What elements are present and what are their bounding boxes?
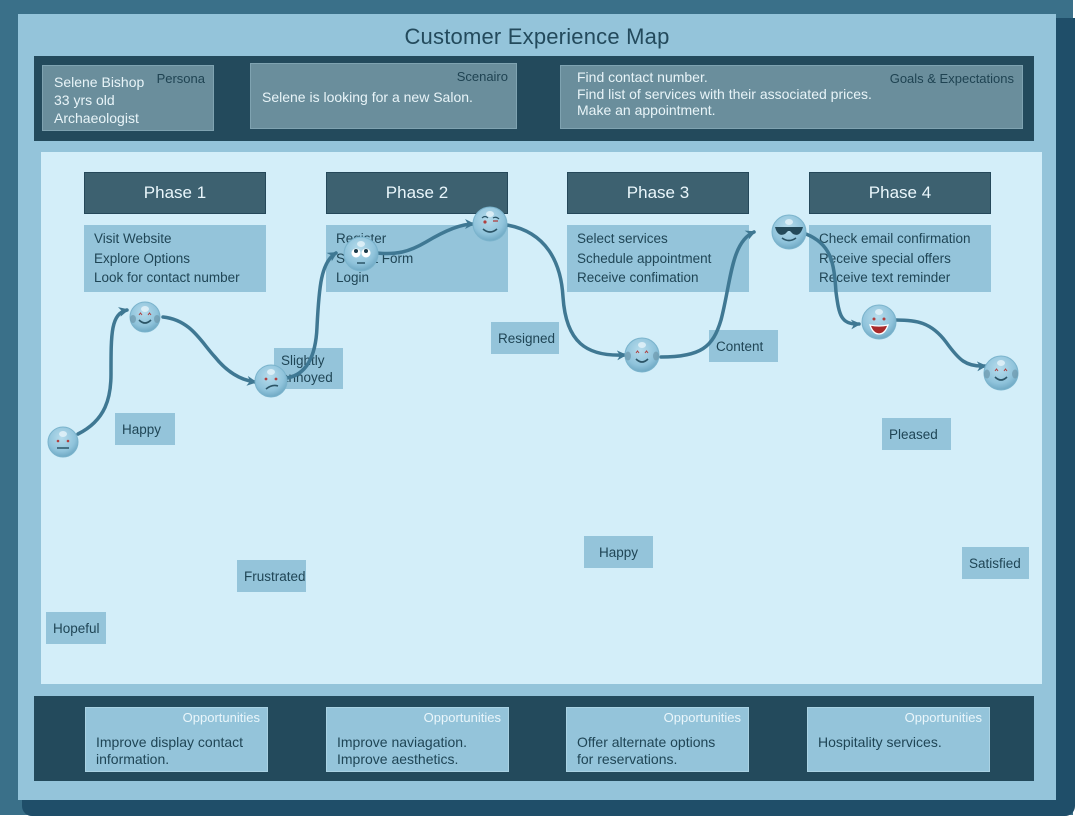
scenario-card: Scenairo Selene is looking for a new Sal… (250, 63, 517, 129)
blushing-smile-icon (983, 355, 1019, 391)
step-item: Select services (577, 231, 668, 246)
opportunity-line: Improve naviagation. (337, 734, 467, 750)
context-band: Persona Selene Bishop 33 yrs old Archaeo… (34, 56, 1034, 141)
opportunity-line: Offer alternate options (577, 734, 716, 750)
opportunity-tag: Opportunities (423, 710, 501, 725)
frown-face-icon (254, 364, 288, 398)
wink-face-icon (472, 206, 508, 242)
emotion-label-content: Content (709, 330, 778, 362)
journey-paths (76, 219, 987, 436)
journey-area: Phase 1 Visit Website Explore Options Lo… (41, 152, 1042, 684)
persona-card: Persona Selene Bishop 33 yrs old Archaeo… (42, 65, 214, 131)
goal-item: Find contact number. (577, 69, 708, 85)
journey-segment (505, 223, 627, 361)
phase-4-header: Phase 4 (809, 172, 991, 214)
goals-card: Goals & Expectations Find contact number… (560, 65, 1023, 129)
step-item: Receive confimation (577, 270, 699, 285)
scenario-text: Selene is looking for a new Salon. (262, 88, 473, 106)
phase-3-header: Phase 3 (567, 172, 749, 214)
scenario-tag: Scenairo (456, 69, 508, 84)
opportunity-tag: Opportunities (904, 710, 982, 725)
phase-1-steps: Visit Website Explore Options Look for c… (84, 225, 266, 292)
step-item: Look for contact number (94, 270, 240, 285)
opportunity-line: information. (96, 751, 170, 767)
goals-list: Find contact number. Find list of servic… (577, 69, 872, 119)
opportunity-tag: Opportunities (663, 710, 741, 725)
emotion-text: Hopeful (53, 620, 100, 636)
opportunity-line: for reservations. (577, 751, 678, 767)
phase-1-header: Phase 1 (84, 172, 266, 214)
grin-face-icon (861, 304, 897, 340)
opportunity-text: Improve display contact information. (96, 734, 243, 768)
neutral-face-icon (47, 426, 79, 458)
emotion-label-pleased: Pleased (882, 418, 951, 450)
emotion-text: Content (716, 338, 764, 354)
emotion-label-hopeful: Hopeful (46, 612, 106, 644)
emotion-label-happy-1: Happy (115, 413, 175, 445)
step-item: Receive special offers (819, 250, 951, 266)
emotion-text: annoyed (281, 369, 333, 385)
phase-2-header: Phase 2 (326, 172, 508, 214)
blushing-smile-icon (129, 301, 161, 333)
journey-segment (375, 219, 475, 256)
phase-3-steps: Select services Schedule appointment Rec… (567, 225, 749, 292)
eye-roll-face-icon (343, 236, 379, 272)
emotion-text: Satisfied (969, 555, 1021, 571)
opportunity-line: Hospitality services. (818, 734, 942, 750)
sunglasses-face-icon (771, 214, 807, 250)
opportunity-card-2: Opportunities Improve naviagation. Impro… (326, 707, 509, 772)
emotion-text: Happy (122, 421, 162, 437)
emotion-text: Pleased (889, 426, 938, 442)
persona-details: Selene Bishop 33 yrs old Archaeologist (54, 73, 144, 127)
emotion-label-happy-2: Happy (584, 536, 653, 568)
opportunity-text: Improve naviagation. Improve aesthetics. (337, 734, 467, 768)
emotion-label-resigned: Resigned (491, 322, 559, 354)
emotion-label-satisfied: Satisfied (962, 547, 1029, 579)
step-item: Explore Options (94, 250, 191, 266)
goals-tag: Goals & Expectations (889, 71, 1014, 86)
step-item: Receive text reminder (819, 270, 951, 285)
emotion-label-frustrated: Frustrated (237, 560, 306, 592)
blushing-smile-icon (624, 337, 660, 373)
goal-item: Make an appointment. (577, 102, 716, 118)
emotion-text: Slightly (281, 352, 325, 368)
map-frame: Customer Experience Map Persona Selene B… (18, 14, 1056, 800)
journey-segment (659, 230, 756, 359)
opportunity-line: Improve aesthetics. (337, 751, 459, 767)
step-item: Login (336, 270, 370, 285)
goal-item: Find list of services with their associa… (577, 85, 872, 102)
persona-occupation: Archaeologist (54, 110, 139, 126)
persona-name: Selene Bishop (54, 74, 145, 90)
step-item: Visit Website (94, 231, 172, 246)
journey-segment (804, 232, 861, 330)
page-title: Customer Experience Map (404, 24, 670, 49)
step-item: Check email confirmation (819, 231, 971, 246)
opportunity-line: Improve display contact (96, 734, 244, 750)
opportunity-card-4: Opportunities Hospitality services. (807, 707, 990, 772)
emotion-text: Resigned (498, 330, 556, 346)
scenario-line: Selene is looking for a new Salon. (262, 89, 473, 105)
opportunity-card-3: Opportunities Offer alternate options fo… (566, 707, 749, 772)
journey-segment (894, 318, 987, 372)
emotion-journey-curve (47, 206, 1019, 458)
persona-tag: Persona (156, 71, 205, 86)
persona-age: 33 yrs old (54, 92, 115, 108)
phase-4-steps: Check email confirmation Receive special… (809, 225, 991, 292)
opportunity-text: Hospitality services. (818, 734, 942, 751)
opportunities-band: Opportunities Improve display contact in… (34, 696, 1034, 781)
emotion-text: Frustrated (244, 568, 306, 584)
journey-segment (76, 307, 129, 436)
journey-segment (285, 251, 338, 380)
step-item: Schedule appointment (577, 250, 712, 266)
journey-segment (161, 315, 257, 386)
emotion-text: Happy (598, 544, 639, 560)
opportunity-text: Offer alternate options for reservations… (577, 734, 715, 768)
opportunity-card-1: Opportunities Improve display contact in… (85, 707, 268, 772)
opportunity-tag: Opportunities (182, 710, 260, 725)
